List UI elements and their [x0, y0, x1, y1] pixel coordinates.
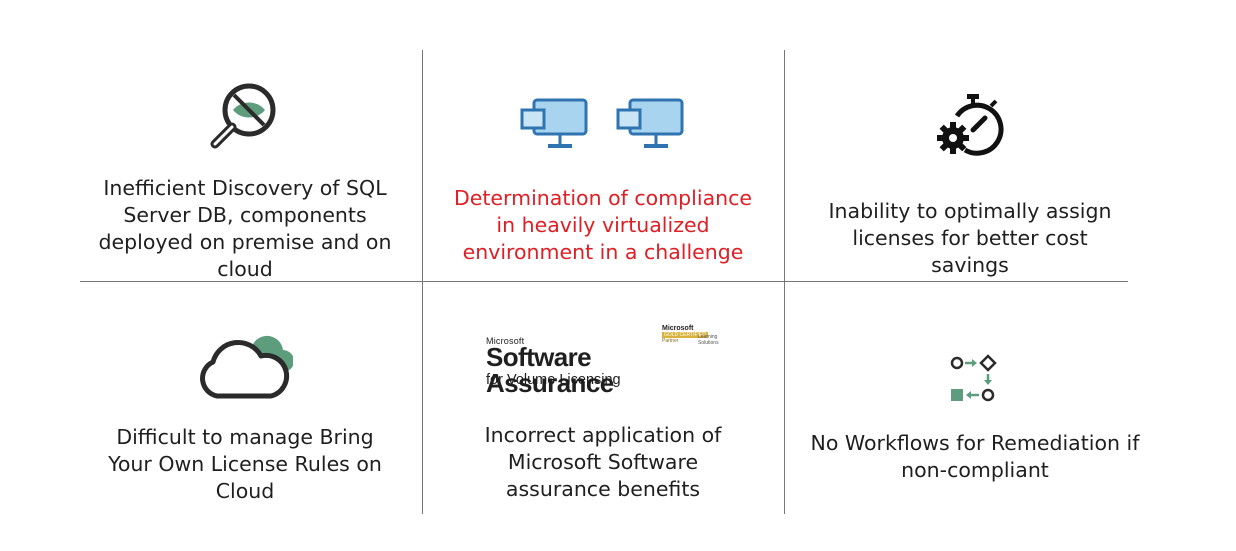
badge-brand: Microsoft: [662, 325, 694, 332]
cell-inefficient-discovery: Inefficient Discovery of SQL Server DB, …: [80, 0, 410, 281]
cell-text-license-assignment: Inability to optimally assign licenses f…: [828, 199, 1112, 277]
magnifier-blocked-icon: [205, 78, 285, 158]
badge-partner: Partner: [662, 338, 679, 344]
virtual-monitors-icon: [520, 96, 686, 152]
divider-vertical-2: [784, 50, 785, 514]
workflow-icon: [950, 354, 1000, 404]
badge-tier: GOLD CERTIFIED: [662, 332, 708, 338]
microsoft-software-assurance-logo: Microsoft Software Assurance for Volume …: [486, 325, 720, 396]
logo-subtitle: for Volume Licensing: [486, 372, 621, 388]
cloud-icon: [197, 320, 294, 400]
cell-text-virtualization: Determination of compliance in heavily v…: [453, 186, 753, 264]
badge-tagline: Learning Solutions: [698, 334, 719, 346]
cell-license-assignment: Inability to optimally assign licenses f…: [790, 0, 1150, 281]
cell-byol-rules: Difficult to manage Bring Your Own Licen…: [80, 282, 410, 522]
cell-text-remediation: No Workflows for Remediation if non-comp…: [810, 431, 1140, 482]
cell-text-byol: Difficult to manage Bring Your Own Licen…: [108, 425, 382, 503]
gold-certified-badge: Microsoft GOLD CERTIFIED Partner: [662, 325, 708, 344]
cell-text-software-assurance: Incorrect application of Microsoft Softw…: [484, 423, 722, 501]
stopwatch-gear-icon: [935, 92, 1005, 158]
cell-remediation-workflows: No Workflows for Remediation if non-comp…: [790, 282, 1160, 522]
logo-microsoft-label: Microsoft: [486, 336, 525, 346]
cell-text-discovery: Inefficient Discovery of SQL Server DB, …: [98, 176, 392, 281]
divider-horizontal: [80, 281, 1128, 282]
cell-virtualization-compliance: Determination of compliance in heavily v…: [430, 0, 776, 281]
logo-title: Software Assurance: [486, 342, 614, 398]
divider-vertical-1: [422, 50, 423, 514]
cell-software-assurance: Microsoft Software Assurance for Volume …: [430, 282, 776, 522]
